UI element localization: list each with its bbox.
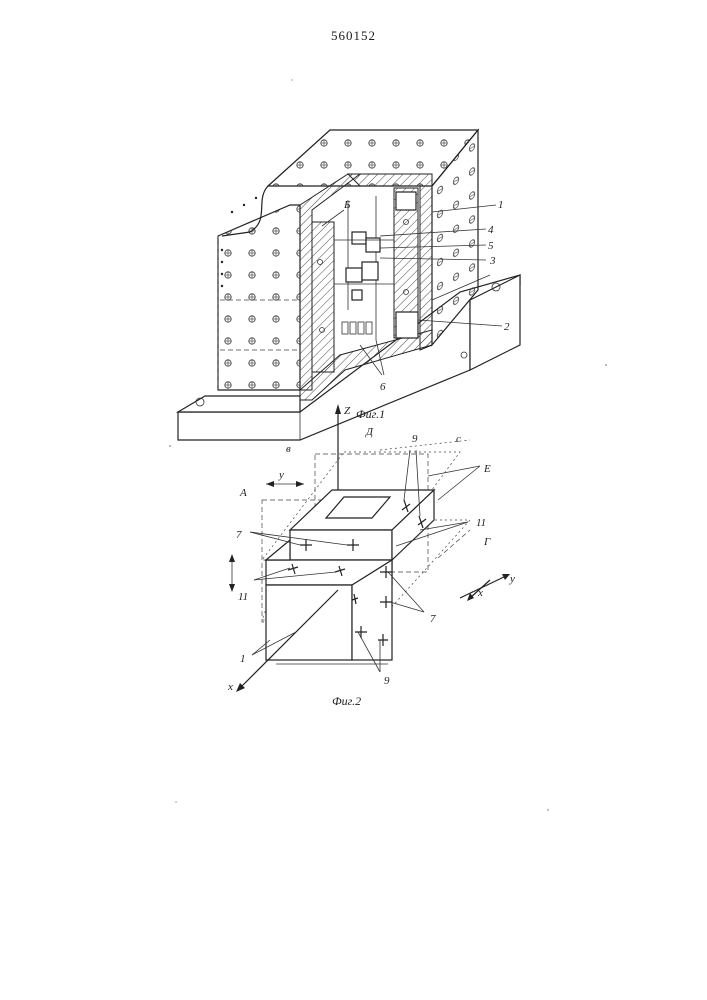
left-front-plate xyxy=(218,205,300,390)
scan-specks xyxy=(169,79,607,810)
fig1-label-b: Б xyxy=(343,199,351,211)
label-plane-v: в xyxy=(286,443,291,455)
label-plane-g: Г xyxy=(483,536,491,548)
fig1-label-2: 2 xyxy=(504,321,510,333)
fig1-caption: Фиг.1 xyxy=(356,407,385,421)
label-plane-d: Д xyxy=(365,426,374,438)
fig2-caption: Фиг.2 xyxy=(332,694,361,708)
axis-y-label-right: y xyxy=(509,573,515,585)
label-7-right: 7 xyxy=(430,613,436,625)
label-9-bottom: 9 xyxy=(384,675,390,687)
label-plane-c: с xyxy=(456,433,461,445)
section-wall-top xyxy=(348,174,432,186)
axis-x-label-right: x xyxy=(477,587,483,599)
figure-2: Z y xyxy=(227,404,515,708)
label-11-right: 11 xyxy=(476,517,486,529)
label-1: 1 xyxy=(240,653,246,665)
label-9-top: 9 xyxy=(412,433,418,445)
mechanism-block-lower xyxy=(346,268,362,282)
figure-1: 1 4 5 3 2 6 Б Фиг.1 xyxy=(178,130,520,440)
section-wall-right xyxy=(420,186,432,350)
inner-panel-left xyxy=(312,222,334,372)
label-11-left: 11 xyxy=(238,591,248,603)
fig1-label-3: 3 xyxy=(489,255,496,267)
fig1-label-6: 6 xyxy=(380,381,386,393)
axis-z-label: Z xyxy=(344,405,351,417)
fig1-label-4: 4 xyxy=(488,224,494,236)
label-7-left: 7 xyxy=(236,529,242,541)
fig1-label-1: 1 xyxy=(498,199,504,211)
axis-y-label-top: y xyxy=(278,469,284,481)
fig1-label-5: 5 xyxy=(488,240,494,252)
label-plane-a: А xyxy=(239,487,247,499)
mechanism-block-upper xyxy=(352,232,366,244)
axis-x-label: x xyxy=(227,681,233,693)
label-plane-e: Е xyxy=(483,463,491,475)
